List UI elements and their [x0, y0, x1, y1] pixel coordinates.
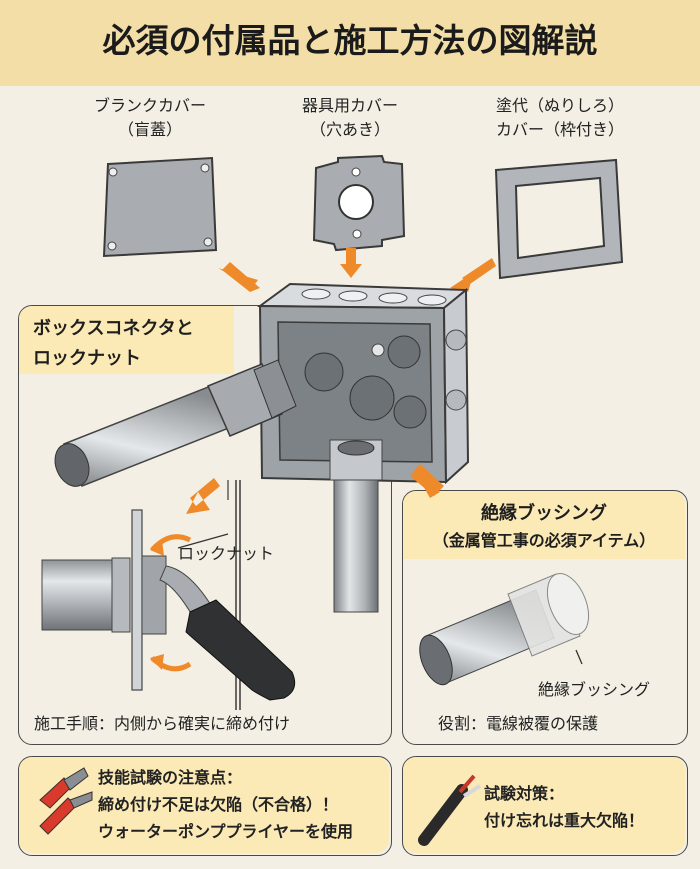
note-right-line1: 試験対策： [484, 784, 565, 803]
note-left-line1: 技能試験の注意点： [98, 768, 243, 787]
device-cover-name: 器具用カバー [301, 96, 398, 115]
note-left-text: 技能試験の注意点： 締め付け不足は欠陥（不合格）！ ウォーターポンププライヤーを… [98, 764, 353, 845]
plaster-cover-label: 塗代（ぬりしろ） カバー（枠付き） [470, 94, 650, 142]
connector-heading: ボックスコネクタと ロックナット [19, 306, 234, 374]
page-title: 必須の付属品と施工方法の図解説 [102, 21, 598, 60]
cover-arrows [218, 248, 496, 292]
plaster-cover-sub: カバー（枠付き） [495, 120, 624, 139]
blank-cover-sub: （盲蓋） [117, 120, 182, 139]
bushing-detail [410, 464, 590, 686]
left-conduit [54, 359, 297, 487]
procedure-text: 施工手順：内側から確実に締め付け [34, 714, 291, 733]
device-cover-plate [312, 154, 406, 252]
note-right-text: 試験対策： 付け忘れは重大欠陥！ [484, 780, 644, 834]
plaster-cover-name: 塗代（ぬりしろ） [495, 96, 624, 115]
note-right-line2: 付け忘れは重大欠陥！ [484, 811, 645, 830]
bushing-part-label: 絶縁ブッシング [538, 680, 651, 699]
blank-cover-label: ブランクカバー （盲蓋） [70, 94, 230, 142]
device-cover-label: 器具用カバー （穴あき） [270, 94, 430, 142]
note-left-line3: ウォーターポンププライヤーを使用 [98, 822, 354, 841]
note-left-line2: 締め付け不足は欠陥（不合格）！ [98, 795, 339, 814]
junction-box [256, 282, 470, 485]
bushing-heading-line1: 絶縁ブッシング [481, 503, 607, 524]
cable-icon [418, 774, 482, 846]
note-panel-right [402, 756, 688, 856]
bushing-panel [402, 490, 688, 745]
pliers-icon [39, 767, 93, 835]
device-cover-sub: （穴あき） [309, 120, 390, 139]
blank-cover-name: ブランクカバー [93, 96, 206, 115]
connector-panel [18, 305, 392, 745]
role-text: 役割：電線被覆の保護 [438, 714, 599, 733]
bushing-heading: 絶縁ブッシング （金属管工事の必須アイテム） [403, 491, 685, 559]
blank-cover-plate [102, 156, 218, 258]
plaster-cover-frame [494, 158, 624, 280]
connector-detail [41, 478, 296, 710]
connector-heading-line1: ボックスコネクタと [33, 318, 194, 339]
connector-heading-line2: ロックナット [33, 348, 141, 369]
note-panel-left [18, 756, 392, 856]
title-band [0, 0, 700, 86]
bottom-conduit [329, 439, 383, 613]
locknut-label: ロックナット [178, 544, 275, 563]
bushing-heading-line2: （金属管工事の必須アイテム） [432, 531, 656, 550]
